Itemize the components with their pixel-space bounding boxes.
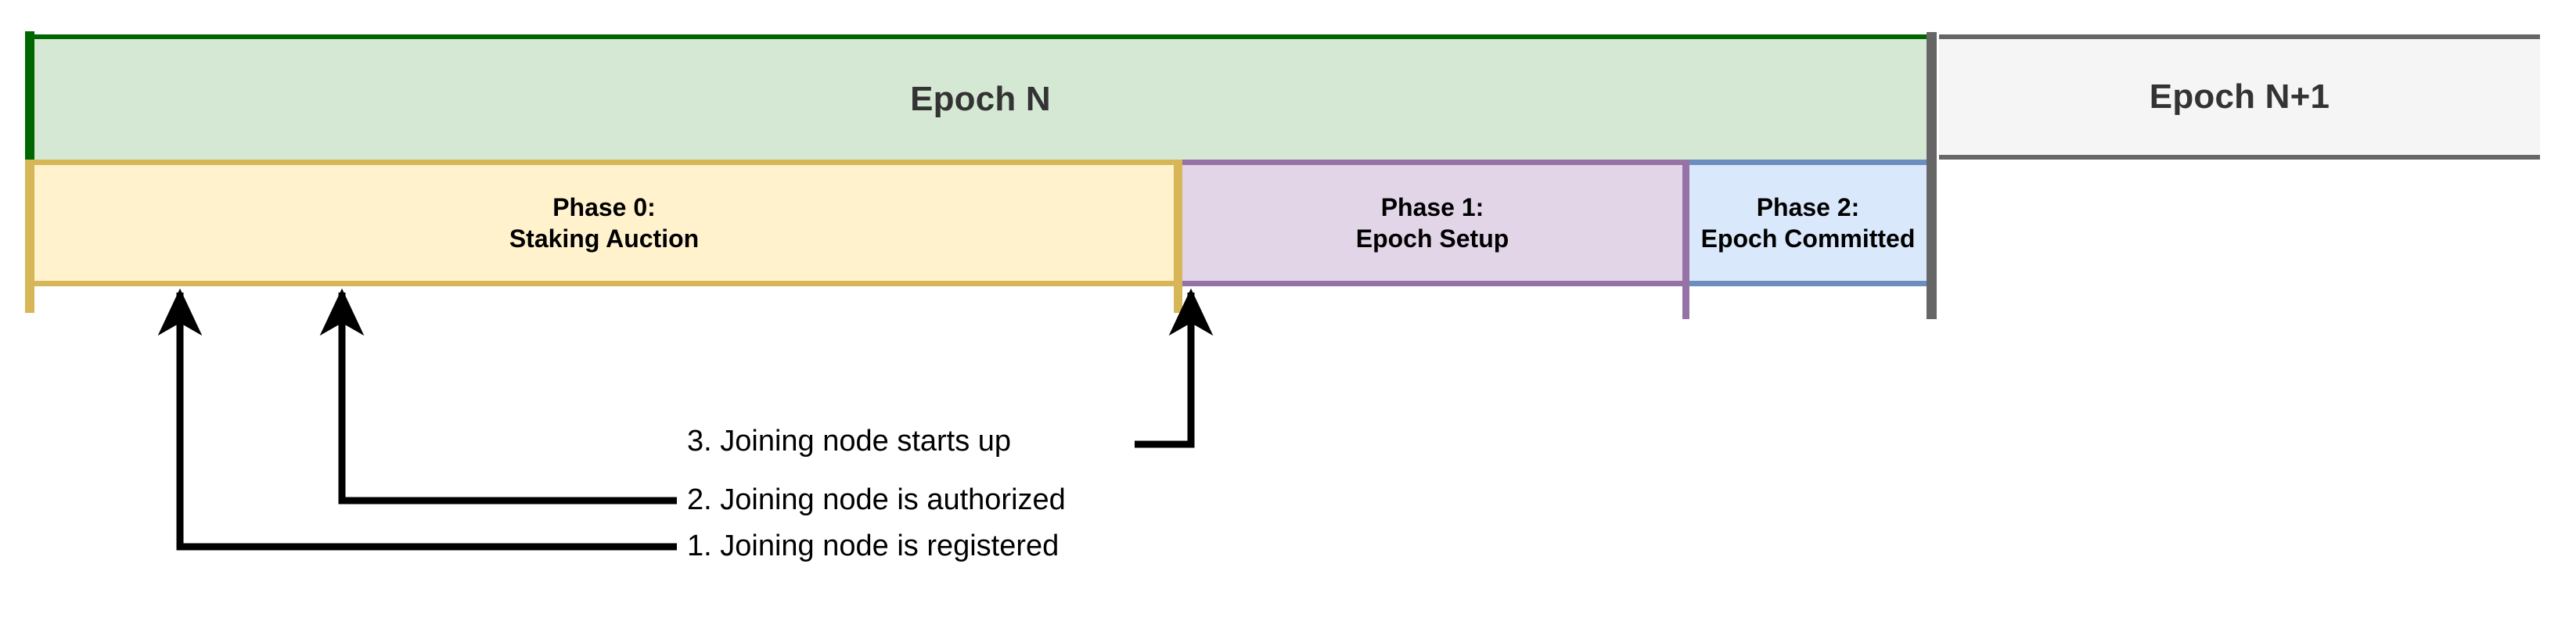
phase-1-subtitle: Epoch Setup (1355, 224, 1509, 253)
epoch-n-left-border (25, 31, 34, 161)
annotation-3-label: 3. Joining node starts up (687, 425, 1012, 458)
epoch-n-label: Epoch N (910, 80, 1051, 118)
phase-1-box: Phase 1: Epoch Setup (1182, 160, 1682, 286)
phase-0-title: Phase 0: (552, 192, 656, 221)
epoch-n-box: Epoch N (34, 34, 1927, 160)
phase-2-title: Phase 2: (1756, 192, 1860, 221)
connector-2 (319, 288, 677, 505)
phase-0-subtitle: Staking Auction (509, 224, 700, 253)
epoch-n1-label: Epoch N+1 (2149, 77, 2330, 116)
connector-3 (1135, 288, 1214, 448)
phase-2-subtitle: Epoch Committed (1700, 224, 1916, 253)
phase-1-title: Phase 1: (1380, 192, 1484, 221)
annotation-2-label: 2. Joining node is authorized (687, 483, 1066, 516)
phase-0-box: Phase 0: Staking Auction (34, 160, 1174, 286)
phase-0-right-border (1174, 160, 1182, 313)
phase-1-right-border (1682, 160, 1689, 319)
phase-0-left-border (25, 160, 34, 313)
annotation-1-label: 1. Joining node is registered (687, 530, 1060, 562)
phase-2-box: Phase 2: Epoch Committed (1689, 160, 1927, 286)
epoch-n1-left-border (1927, 32, 1937, 164)
connector-1 (157, 288, 677, 551)
phase-2-right-border (1927, 160, 1937, 319)
epoch-n1-box: Epoch N+1 (1939, 34, 2540, 160)
